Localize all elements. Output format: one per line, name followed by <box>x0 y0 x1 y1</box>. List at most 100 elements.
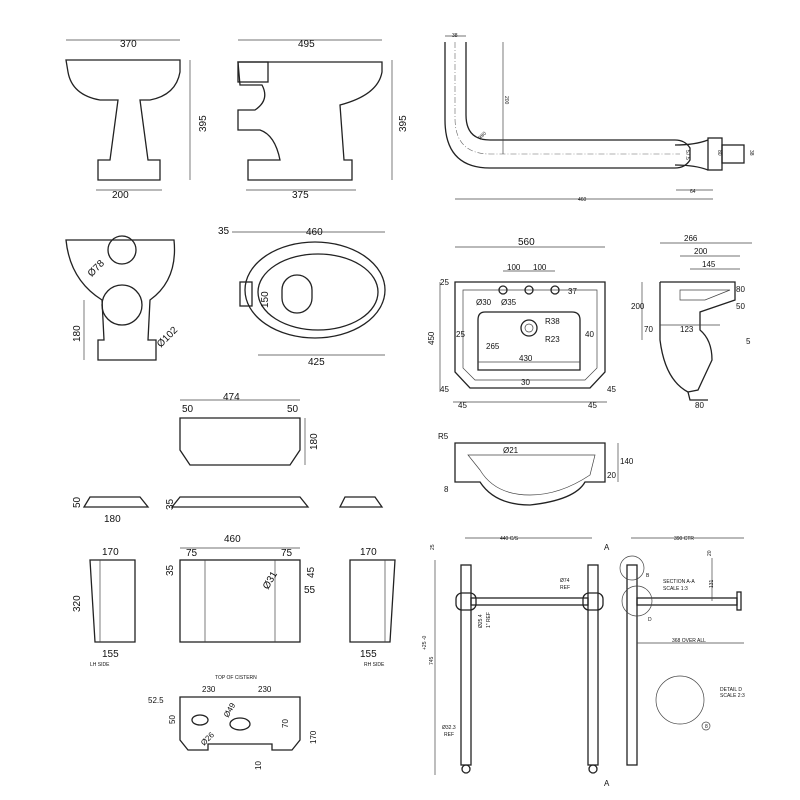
dim-outlet: Ø78 <box>86 258 107 279</box>
dim-height: 180 <box>72 325 83 342</box>
dim-top: 20 <box>707 550 713 556</box>
dim-height: 745 <box>429 656 435 665</box>
dim-right: 50 <box>287 404 299 415</box>
lh-dim-top: 170 <box>102 547 119 558</box>
cistern-lid-views: 474 50 50 180 50 180 35 <box>72 392 384 525</box>
basin-section-view: R5 Ø21 140 20 8 <box>438 432 634 506</box>
dim-base: 200 <box>112 190 129 201</box>
dim-r2: R23 <box>545 335 560 344</box>
dim-collar-len: 64 <box>690 189 696 195</box>
dim-bowl-w: 430 <box>519 354 533 363</box>
dim-height: 395 <box>398 115 409 132</box>
dim-wall: 8 <box>444 485 449 494</box>
dim-rail: Ø25.4 <box>478 614 484 628</box>
dim-ring: Ø74 <box>560 578 570 584</box>
dim-hole: Ø31 <box>261 569 280 591</box>
dim-overall: 368 OVER ALL <box>672 638 706 644</box>
dim-h3: 50 <box>736 302 745 311</box>
dim-wall: 10 <box>254 761 263 770</box>
dim-tap1: 100 <box>507 263 521 272</box>
dim-width: 560 <box>518 237 535 248</box>
dim-br: 45 <box>588 401 597 410</box>
dim-radius: R80 <box>477 131 488 142</box>
section-title: SECTION A-A <box>663 579 695 585</box>
dim-d3: 145 <box>702 260 716 269</box>
dim-right: 40 <box>585 330 594 339</box>
flush-pipe-view: 38 200 R80 57.5 80 38 64 460 <box>444 33 754 203</box>
cistern-body-views: 460 75 75 35 Ø31 45 55 170 320 155 LH SI… <box>72 534 396 668</box>
dim-left: 50 <box>182 404 194 415</box>
detail-d-marker: D <box>648 617 652 623</box>
dim-radius: R5 <box>438 432 449 441</box>
dim-tolerance: +25 -0 <box>422 635 428 650</box>
dim-w3: 5 <box>746 337 751 346</box>
lh-dim-bottom: 155 <box>102 649 119 660</box>
dim-height: 395 <box>198 115 209 132</box>
dim-top: 35 <box>165 564 176 576</box>
dim-r1: R38 <box>545 317 560 326</box>
dim-offset: 55 <box>304 585 316 596</box>
dim-bowl-h: 265 <box>486 342 500 351</box>
lh-side-label: LH SIDE <box>90 662 110 668</box>
dim-side-h: 50 <box>72 496 83 508</box>
dim-offset: 35 <box>218 226 230 237</box>
dim-height: 140 <box>620 457 634 466</box>
detail-callout: 8 <box>705 724 708 730</box>
dim-cl: 45 <box>440 385 449 394</box>
dim-collar: 57.5 <box>684 150 690 160</box>
dim-length: 460 <box>578 197 587 203</box>
dim-height: 131 <box>709 579 715 588</box>
dim-side-w: 180 <box>104 514 121 525</box>
dim-rail-ref: 1" REF <box>486 612 492 628</box>
pan-top-view: 35 460 150 425 <box>218 226 386 368</box>
dim-w1: 230 <box>202 685 216 694</box>
dim-lip: 20 <box>607 471 616 480</box>
dim-spacing: 440 C/S <box>500 536 519 542</box>
dim-rise: 200 <box>503 96 509 105</box>
dim-w1: 70 <box>644 325 653 334</box>
dim-h2: 200 <box>631 302 645 311</box>
detail-title: DETAIL D <box>720 687 742 693</box>
dim-base: 375 <box>292 190 309 201</box>
dim-ring-ref: REF <box>560 585 570 591</box>
dim-front: 30 <box>521 378 530 387</box>
dim-waste: Ø21 <box>503 446 519 455</box>
dim-left: 25 <box>456 330 465 339</box>
section-scale: SCALE 1:3 <box>663 586 688 592</box>
dim-edge: 52.5 <box>148 696 164 705</box>
dim-hole3: 37 <box>568 287 577 296</box>
dim-spigot: 38 <box>748 150 754 156</box>
dim-length: 495 <box>298 39 315 50</box>
rh-side-label: RH SIDE <box>364 662 385 668</box>
dim-seat: 150 <box>260 291 271 308</box>
detail-b-marker: B <box>646 573 650 579</box>
dim-right: 75 <box>281 548 293 559</box>
rh-dim-bottom: 155 <box>360 649 377 660</box>
dim-w2: 123 <box>680 325 694 334</box>
dim-left: 75 <box>186 548 198 559</box>
dim-foot: 80 <box>695 401 704 410</box>
dim-front-h: 35 <box>165 498 176 510</box>
dim-inlet: Ø102 <box>155 325 180 350</box>
dim-depth: 266 <box>684 234 698 243</box>
dim-hole1: Ø49 <box>222 701 238 719</box>
dim-tap2: 100 <box>533 263 547 272</box>
dim-depth: 450 <box>427 331 436 345</box>
dim-top: 25 <box>430 544 436 550</box>
dim-leg: Ø32.3 <box>442 725 456 731</box>
cistern-top-view: TOP OF CISTERN 52.5 230 230 50 Ø49 70 Ø2… <box>148 675 318 770</box>
section-marker-a: A <box>604 543 610 552</box>
detail-scale: SCALE 2:3 <box>720 693 745 699</box>
section-marker-a-bottom: A <box>604 779 610 788</box>
dim-width: 460 <box>224 534 241 545</box>
dim-hole2: Ø35 <box>501 298 517 307</box>
dim-cr: 45 <box>607 385 616 394</box>
stand-front-view: 440 C/S 25 A A Ø74 REF Ø25.4 1" REF 745 … <box>422 536 610 788</box>
dim-bl: 45 <box>458 401 467 410</box>
dim-depth: 170 <box>309 730 318 744</box>
dim-height: 180 <box>309 433 320 450</box>
dim-ctr: 390 CTR <box>674 536 694 542</box>
stand-side-view: 390 CTR 20 131 B SECTION A-A SCALE 1:3 D… <box>619 536 745 766</box>
top-label: TOP OF CISTERN <box>215 675 257 681</box>
